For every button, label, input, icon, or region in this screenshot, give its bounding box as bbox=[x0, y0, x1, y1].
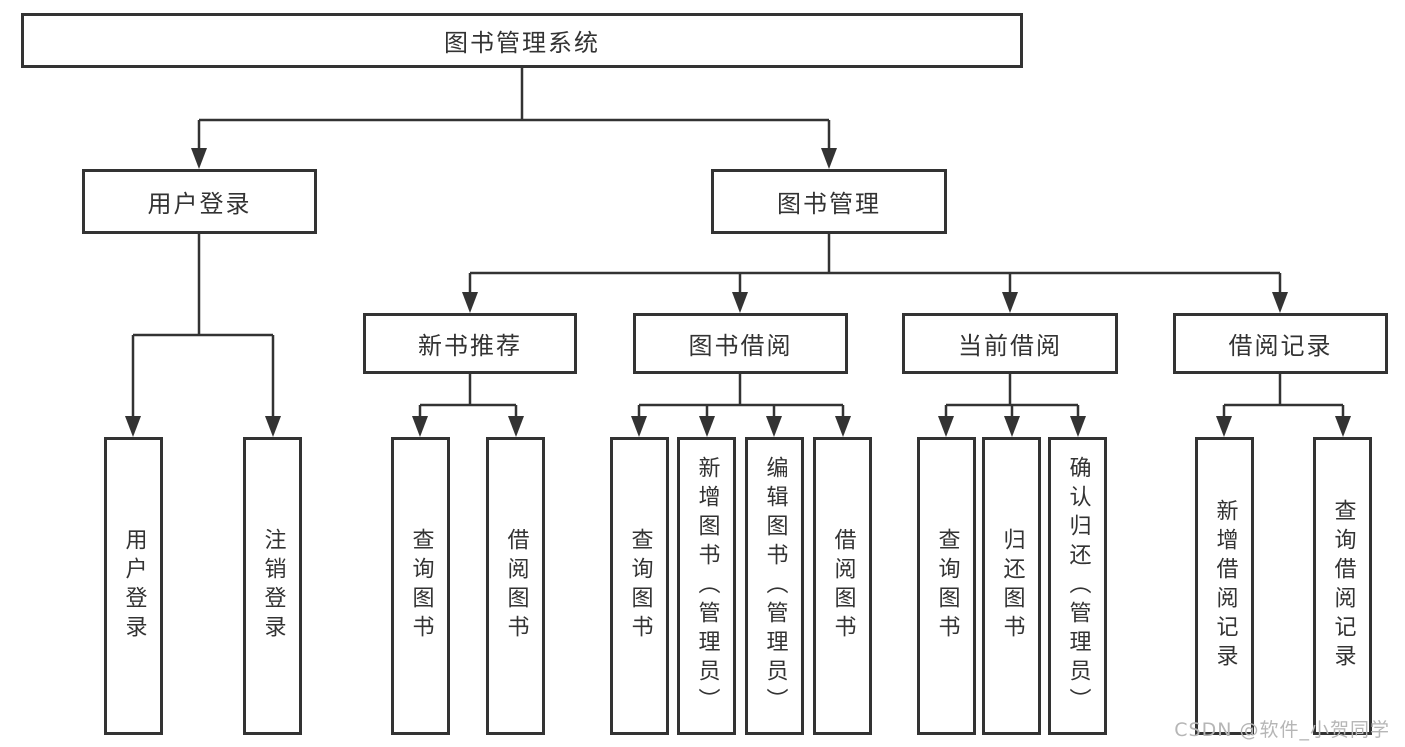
leaf-user-login: 用户登录 bbox=[104, 437, 163, 735]
leaf-add-borrow-record: 新增借阅记录 bbox=[1195, 437, 1254, 735]
leaf-query-books-recommend: 查询图书 bbox=[391, 437, 450, 735]
leaf-return-books: 归还图书 bbox=[982, 437, 1041, 735]
leaf-confirm-return-admin: 确认归还（管理员） bbox=[1048, 437, 1107, 735]
node-current-borrowing: 当前借阅 bbox=[902, 313, 1118, 374]
node-book-management: 图书管理 bbox=[711, 169, 947, 234]
leaf-borrow-books: 借阅图书 bbox=[813, 437, 872, 735]
leaf-query-books-current: 查询图书 bbox=[917, 437, 976, 735]
node-library-management-system: 图书管理系统 bbox=[21, 13, 1023, 68]
node-new-book-recommendation: 新书推荐 bbox=[363, 313, 577, 374]
leaf-query-books-borrow: 查询图书 bbox=[610, 437, 669, 735]
leaf-borrow-books-recommend: 借阅图书 bbox=[486, 437, 545, 735]
csdn-watermark: CSDN @软件_小贺同学 bbox=[1174, 719, 1390, 741]
node-user-login: 用户登录 bbox=[82, 169, 317, 234]
node-borrowing-records: 借阅记录 bbox=[1173, 313, 1388, 374]
leaf-query-borrow-record: 查询借阅记录 bbox=[1313, 437, 1372, 735]
leaf-logout: 注销登录 bbox=[243, 437, 302, 735]
leaf-add-books-admin: 新增图书（管理员） bbox=[677, 437, 736, 735]
leaf-edit-books-admin: 编辑图书（管理员） bbox=[745, 437, 804, 735]
node-book-borrowing: 图书借阅 bbox=[633, 313, 848, 374]
